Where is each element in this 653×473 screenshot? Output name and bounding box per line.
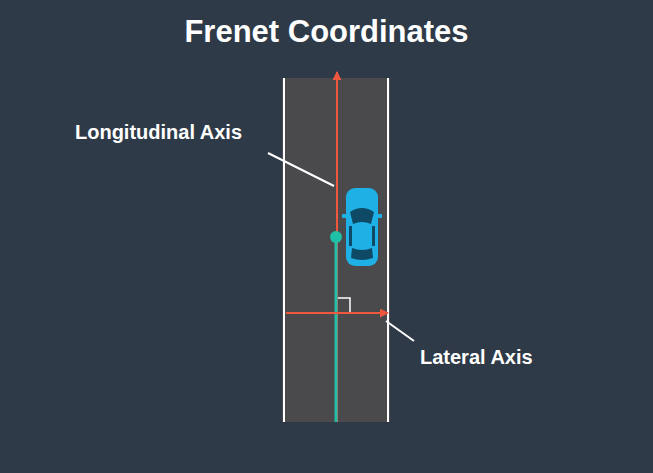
axis-label: Lateral Axis [420,346,533,369]
diagram-title: Frenet Coordinates [0,14,653,50]
lateral-axis [286,312,388,314]
road-edge [283,78,285,422]
position-dot [330,231,342,243]
leader-line [268,153,334,186]
axis-label: Longitudinal Axis [75,121,242,144]
longitudinal-axis [336,72,338,422]
travelled-path [335,237,338,422]
car [342,188,382,266]
right-angle-mark [338,298,350,312]
leader-line [386,321,414,341]
road-edge [387,78,389,422]
